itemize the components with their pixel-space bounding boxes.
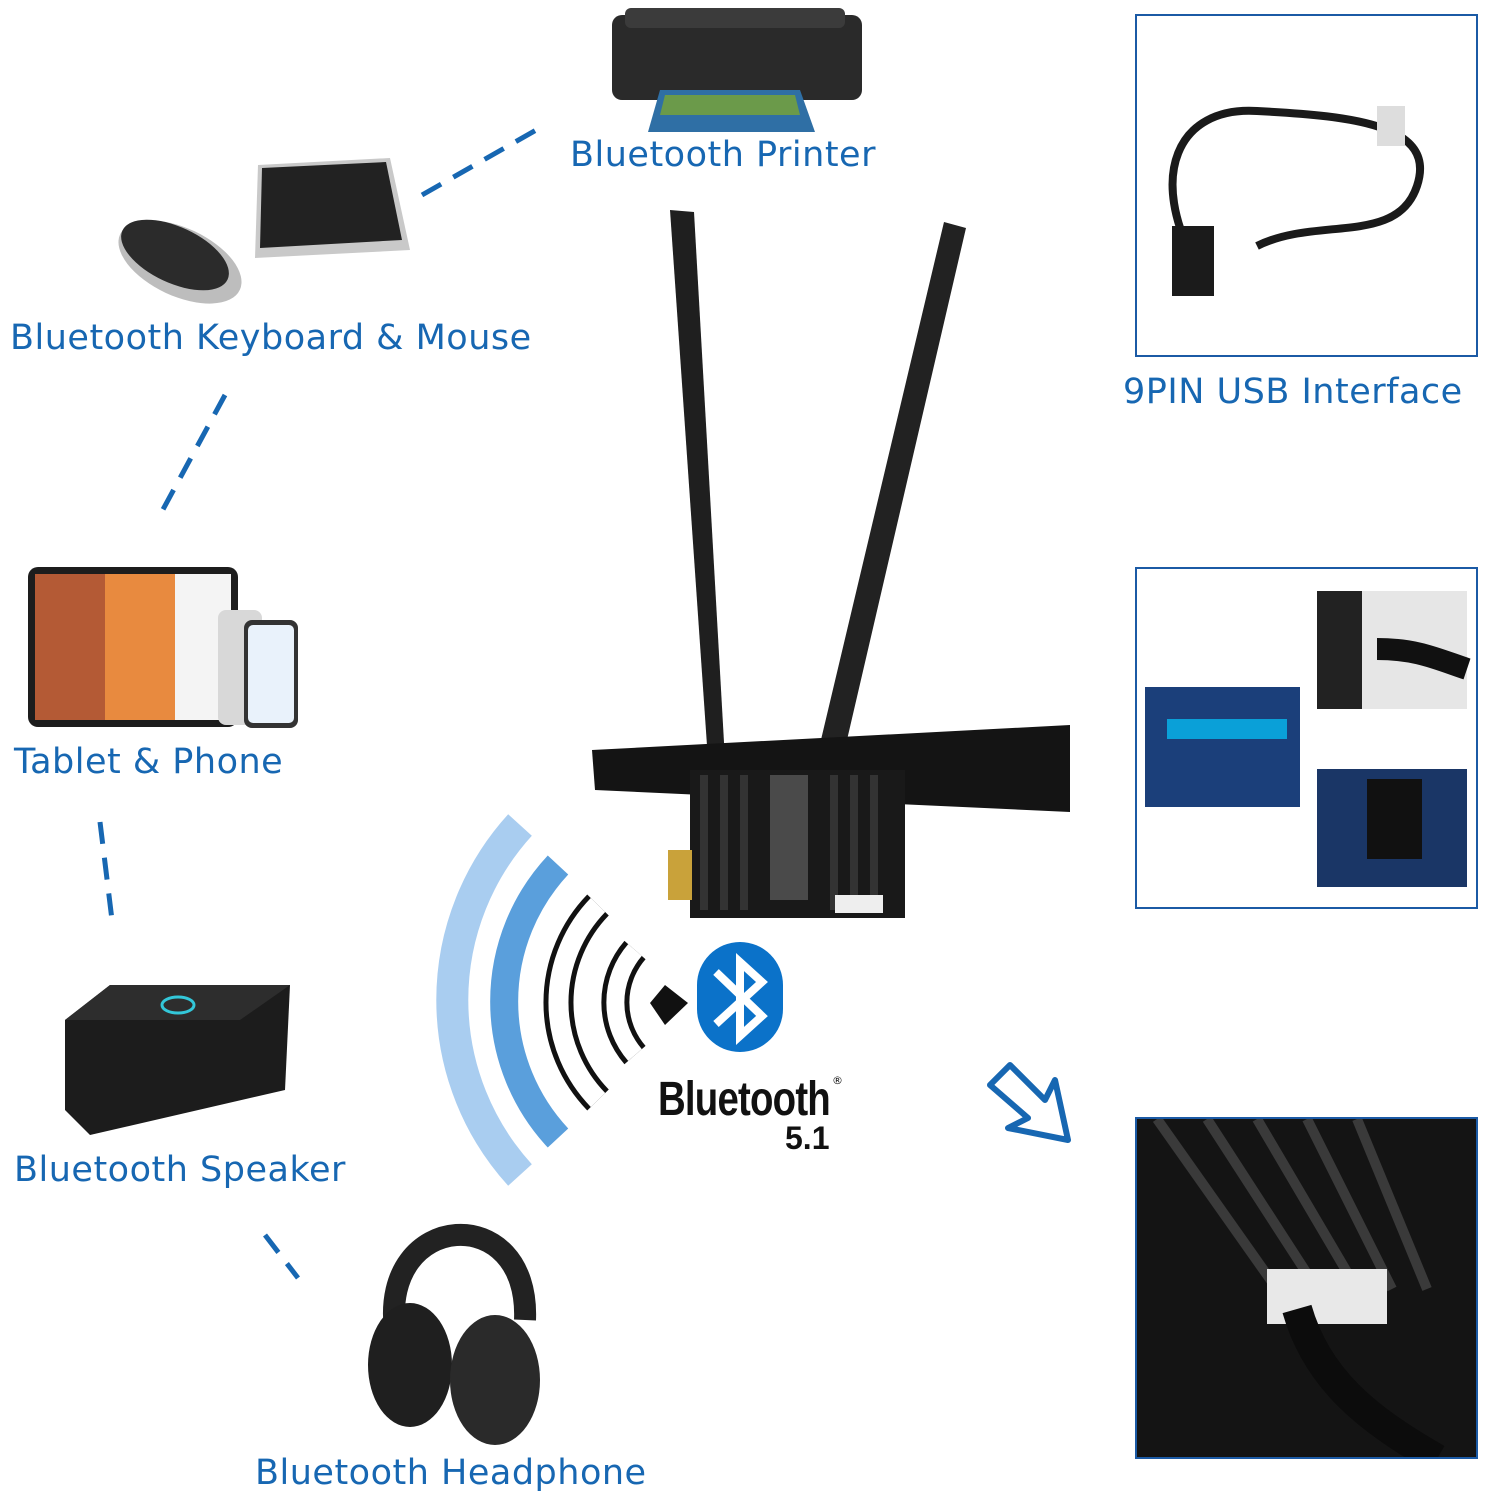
headphone-icon	[368, 1224, 540, 1445]
usb-cable-image	[1168, 106, 1424, 296]
heatsink-closeup-image	[1137, 1119, 1476, 1457]
speaker-label: Bluetooth Speaker	[14, 1150, 346, 1190]
tablet-phone-label: Tablet & Phone	[14, 742, 284, 782]
arrow-down-right-icon	[987, 1062, 1071, 1143]
bluetooth-wordmark: Bluetooth	[658, 1073, 831, 1126]
registered-mark: ®	[832, 1074, 843, 1087]
keyboard-mouse-label: Bluetooth Keyboard & Mouse	[10, 318, 532, 358]
printer-label: Bluetooth Printer	[570, 135, 876, 175]
printer-icon	[612, 8, 862, 132]
phone-icon	[218, 610, 298, 728]
dashed-connectors	[97, 122, 547, 1280]
signal-waves-icon	[436, 814, 688, 1186]
pcie-card-image	[592, 210, 1070, 918]
mouse-icon	[118, 219, 242, 304]
usb-cable-panel	[1135, 14, 1478, 357]
bluetooth-version: 5.1	[785, 1120, 830, 1156]
headphone-label: Bluetooth Headphone	[255, 1453, 647, 1493]
speaker-icon	[65, 985, 290, 1135]
motherboard-header-panel	[1135, 567, 1478, 909]
heatsink-closeup-panel	[1135, 1117, 1478, 1459]
motherboard-header-image	[1145, 591, 1471, 887]
tablet-icon	[28, 567, 238, 727]
usb-interface-label: 9PIN USB Interface	[1123, 372, 1463, 412]
keyboard-icon	[255, 158, 410, 258]
bluetooth-icon	[697, 942, 783, 1052]
